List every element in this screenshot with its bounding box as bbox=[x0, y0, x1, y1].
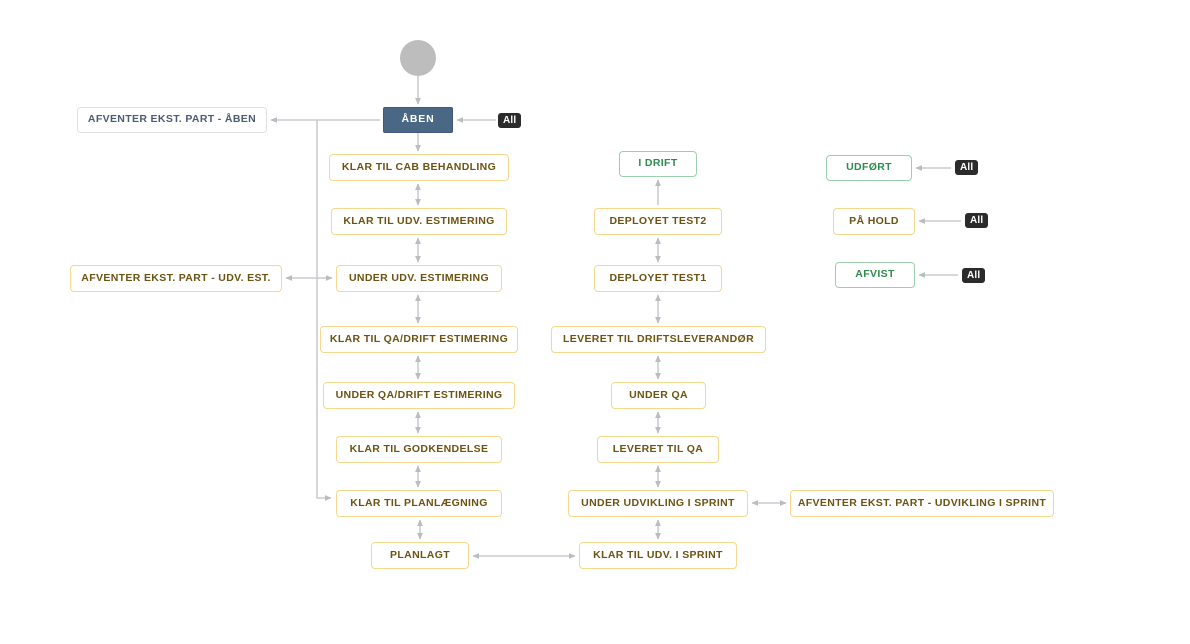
node-klar-cab[interactable]: KLAR TIL CAB BEHANDLING bbox=[329, 154, 509, 181]
node-under-qa[interactable]: UNDER QA bbox=[611, 382, 706, 409]
node-aben[interactable]: ÅBEN bbox=[383, 107, 453, 133]
node-under-qa-drift[interactable]: UNDER QA/DRIFT ESTIMERING bbox=[323, 382, 515, 409]
node-afv-aben[interactable]: AFVENTER EKST. PART - ÅBEN bbox=[77, 107, 267, 133]
node-lev-drift[interactable]: LEVERET TIL DRIFTSLEVERANDØR bbox=[551, 326, 766, 353]
node-dep-test2[interactable]: DEPLOYET TEST2 bbox=[594, 208, 722, 235]
start-node bbox=[400, 40, 436, 76]
node-klar-udv-spr[interactable]: KLAR TIL UDV. I SPRINT bbox=[579, 542, 737, 569]
node-afv-udv-spr[interactable]: AFVENTER EKST. PART - UDVIKLING I SPRINT bbox=[790, 490, 1054, 517]
node-paa-hold[interactable]: PÅ HOLD bbox=[833, 208, 915, 235]
transition-badge-badge-aben[interactable]: All bbox=[498, 113, 522, 128]
node-klar-plan[interactable]: KLAR TIL PLANLÆGNING bbox=[336, 490, 502, 517]
node-klar-qa-drift[interactable]: KLAR TIL QA/DRIFT ESTIMERING bbox=[320, 326, 518, 353]
node-udfort[interactable]: UDFØRT bbox=[826, 155, 912, 181]
node-planlagt[interactable]: PLANLAGT bbox=[371, 542, 469, 569]
node-klar-godkend[interactable]: KLAR TIL GODKENDELSE bbox=[336, 436, 502, 463]
node-i-drift[interactable]: I DRIFT bbox=[619, 151, 697, 177]
node-afvist[interactable]: AFVIST bbox=[835, 262, 915, 288]
node-klar-udv-est[interactable]: KLAR TIL UDV. ESTIMERING bbox=[331, 208, 507, 235]
node-under-udv-spr[interactable]: UNDER UDVIKLING I SPRINT bbox=[568, 490, 748, 517]
transition-badge-badge-afvist[interactable]: All bbox=[962, 268, 986, 283]
transition-badge-badge-hold[interactable]: All bbox=[965, 213, 989, 228]
node-dep-test1[interactable]: DEPLOYET TEST1 bbox=[594, 265, 722, 292]
transition-badge-badge-udfort[interactable]: All bbox=[955, 160, 979, 175]
node-lev-qa[interactable]: LEVERET TIL QA bbox=[597, 436, 719, 463]
node-under-udv-est[interactable]: UNDER UDV. ESTIMERING bbox=[336, 265, 502, 292]
node-afv-udv-est[interactable]: AFVENTER EKST. PART - UDV. EST. bbox=[70, 265, 282, 292]
